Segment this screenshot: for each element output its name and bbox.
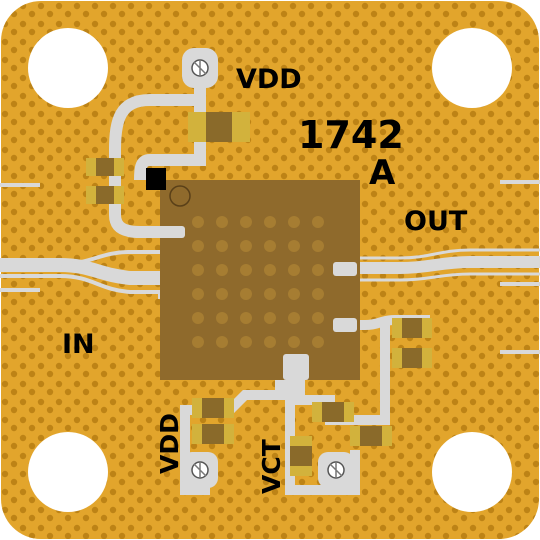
- silk-label-input: IN: [62, 329, 95, 360]
- chip-thermal-via: [192, 264, 204, 276]
- chip-pad-out: [333, 262, 357, 276]
- chip-thermal-via: [240, 240, 252, 252]
- rf-output-trace: [340, 248, 540, 282]
- chip-thermal-via: [216, 336, 228, 348]
- chip-thermal-via: [216, 288, 228, 300]
- silk-label-vdd-top: VDD: [236, 64, 302, 95]
- vct-trace-down: [285, 360, 360, 495]
- vdd-top-branch: [134, 100, 206, 181]
- rf-input-trace: [0, 250, 175, 294]
- capacitor-bottom-left-1: [192, 398, 234, 418]
- capacitor-right-1: [392, 318, 432, 338]
- chip-pin1-marker: [169, 185, 191, 207]
- chip-thermal-via: [288, 336, 300, 348]
- chip-thermal-via: [264, 240, 276, 252]
- capacitor-top-large: [188, 112, 250, 142]
- capacitor-vct-vertical: [290, 436, 312, 476]
- capacitor-bottom-right: [350, 426, 392, 446]
- chip-thermal-via: [240, 264, 252, 276]
- silk-label-output: OUT: [404, 206, 468, 237]
- chip-thermal-via: [312, 240, 324, 252]
- chip-thermal-via: [264, 264, 276, 276]
- vdd-bottom-via-mark: [193, 462, 207, 478]
- chip-thermal-via: [216, 216, 228, 228]
- silk-label-revision: A: [369, 153, 396, 193]
- chip-pad-vdd: [155, 226, 185, 238]
- chip-thermal-via: [192, 312, 204, 324]
- silk-label-vct: VCT: [257, 439, 286, 494]
- chip-thermal-via: [216, 240, 228, 252]
- chip-thermal-via: [264, 336, 276, 348]
- capacitor-right-2: [392, 348, 432, 368]
- chip-thermal-via: [192, 240, 204, 252]
- chip-thermal-via: [312, 288, 324, 300]
- chip-thermal-via: [240, 216, 252, 228]
- chip-thermal-via: [288, 264, 300, 276]
- chip-thermal-via: [288, 240, 300, 252]
- chip-thermal-via: [192, 336, 204, 348]
- capacitor-left-2: [86, 186, 124, 204]
- capacitor-bottom-center: [312, 402, 354, 422]
- chip-thermal-via: [288, 288, 300, 300]
- vct-via-mark: [329, 462, 343, 478]
- chip-pad-bias: [333, 318, 357, 332]
- chip-thermal-via: [240, 336, 252, 348]
- chip-pad-vct: [283, 354, 309, 380]
- chip-thermal-via: [312, 336, 324, 348]
- amplifier-chip: [160, 180, 360, 380]
- pin1-indicator: [146, 168, 166, 190]
- vdd-top-bias-trace: [109, 65, 206, 238]
- capacitor-left-1: [86, 158, 124, 176]
- mounting-hole-bottom-right: [432, 432, 512, 512]
- chip-thermal-via: [192, 288, 204, 300]
- chip-thermal-via: [216, 264, 228, 276]
- chip-thermal-via: [240, 312, 252, 324]
- capacitor-bottom-left-2: [192, 424, 234, 444]
- chip-thermal-via: [192, 216, 204, 228]
- output-bias-drop: [360, 320, 390, 425]
- chip-thermal-via: [264, 216, 276, 228]
- chip-thermal-via: [312, 216, 324, 228]
- chip-thermal-via: [312, 264, 324, 276]
- chip-thermal-via: [240, 288, 252, 300]
- chip-thermal-via: [288, 216, 300, 228]
- vdd-top-via-mark: [193, 60, 207, 76]
- chip-thermal-via: [216, 312, 228, 324]
- silk-label-part-number: 1742: [298, 113, 404, 157]
- silk-label-vdd-bottom: VDD: [155, 413, 184, 474]
- chip-thermal-via: [264, 312, 276, 324]
- mounting-hole-top-right: [432, 28, 512, 108]
- mounting-hole-bottom-left: [28, 432, 108, 512]
- mounting-hole-top-left: [28, 28, 108, 108]
- chip-thermal-via: [264, 288, 276, 300]
- chip-thermal-via: [312, 312, 324, 324]
- chip-thermal-pad-array: [192, 216, 324, 348]
- chip-thermal-via: [288, 312, 300, 324]
- edge-ground-gaps: [0, 180, 540, 354]
